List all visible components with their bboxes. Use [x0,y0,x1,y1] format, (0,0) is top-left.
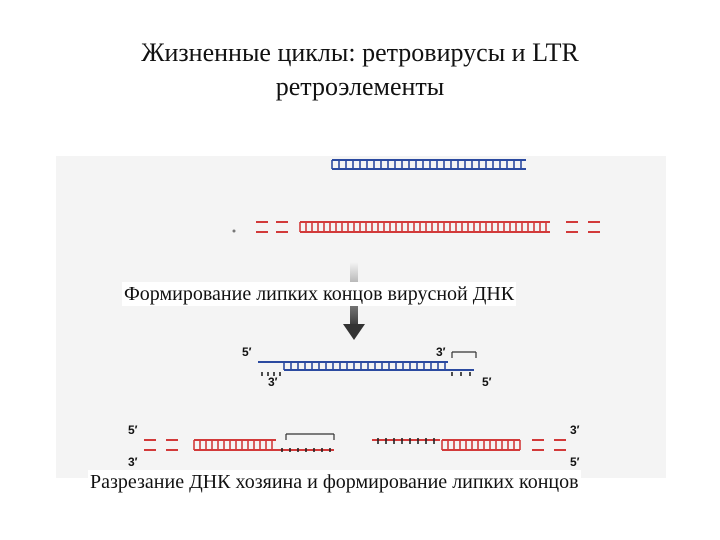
viral-dna-top [331,159,526,170]
label-viral-5-top: 5′ [242,345,252,359]
label-host-3-right: 3′ [570,423,580,437]
label-viral-3-bottom: 3′ [268,375,278,389]
host-dna-cut [144,433,566,452]
label-host-5-left: 5′ [128,423,138,437]
label-viral-5-bottom: 5′ [482,375,492,389]
slide-title: Жизненные циклы: ретровирусы и LTR ретро… [0,36,720,104]
label-host-5-right: 5′ [570,455,580,469]
viral-dna-sticky-ends [258,351,477,376]
figure-panel [56,156,666,478]
slide-title-line-1: Жизненные циклы: ретровирусы и LTR [141,38,579,67]
host-dna-top [232,221,600,233]
caption-viral-sticky-ends: Формирование липких концов вирусной ДНК [122,282,517,306]
caption-host-cut: Разрезание ДНК хозяина и формирование ли… [88,470,581,494]
label-viral-3-top: 3′ [436,345,446,359]
slide-title-line-2: ретроэлементы [275,72,445,101]
label-host-3-left: 3′ [128,455,138,469]
